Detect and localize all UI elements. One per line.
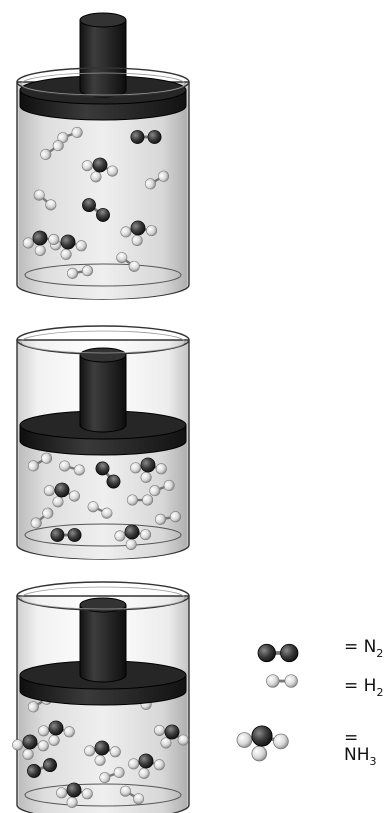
- hydrogen-atom: [252, 746, 267, 761]
- legend-label-h2: = H2: [344, 678, 383, 698]
- nitrogen-atom: [131, 130, 144, 143]
- hydrogen-atom: [139, 768, 149, 778]
- nitrogen-atom: [281, 644, 299, 662]
- hydrogen-atom: [110, 747, 120, 757]
- hydrogen-atom: [156, 464, 166, 474]
- nitrogen-atom: [139, 754, 153, 768]
- hydrogen-atom: [38, 726, 48, 736]
- hydrogen-atom: [56, 788, 66, 798]
- nitrogen-atom: [68, 528, 81, 541]
- hydrogen-atom: [61, 249, 71, 259]
- hydrogen-atom: [285, 675, 298, 688]
- hydrogen-atom: [130, 463, 140, 473]
- legend-molecule-icons: [237, 644, 298, 761]
- hydrogen-atom: [76, 241, 86, 251]
- nitrogen-atom: [61, 235, 75, 249]
- legend-icon-nh3: [237, 726, 288, 761]
- hydrogen-atom: [127, 495, 137, 505]
- hydrogen-atom: [64, 727, 74, 737]
- legend-label-nh3: = NH3: [344, 730, 390, 767]
- gas-region: [19, 106, 187, 299]
- hydrogen-atom: [142, 495, 152, 505]
- hydrogen-atom: [273, 734, 288, 749]
- container-piston-middle: [17, 326, 189, 559]
- piston-rod: [80, 605, 126, 682]
- legend-icon-n2: [258, 644, 298, 662]
- hydrogen-atom: [141, 472, 151, 482]
- nitrogen-atom: [141, 458, 155, 472]
- nitrogen-atom: [67, 783, 81, 797]
- piston-rod: [80, 355, 126, 432]
- nitrogen-atom: [23, 735, 37, 749]
- nitrogen-atom: [95, 741, 109, 755]
- hydrogen-atom: [12, 740, 22, 750]
- nitrogen-atom: [51, 528, 64, 541]
- hydrogen-atom: [38, 741, 48, 751]
- hydrogen-atom: [266, 675, 279, 688]
- hydrogen-atom: [128, 759, 138, 769]
- hydrogen-atom: [95, 755, 105, 765]
- nitrogen-atom: [49, 721, 63, 735]
- legend-label-n2: = N2: [344, 639, 383, 659]
- hydrogen-atom: [49, 735, 59, 745]
- nitrogen-atom: [148, 130, 161, 143]
- hydrogen-atom: [23, 749, 33, 759]
- piston-rod: [80, 20, 126, 97]
- hydrogen-atom: [67, 797, 77, 807]
- nitrogen-atom: [258, 644, 276, 662]
- legend-icon-h2: [266, 675, 297, 688]
- container-piston-bottom: [12, 582, 191, 813]
- nitrogen-atom: [252, 726, 272, 746]
- hydrogen-atom: [82, 789, 92, 799]
- piston-rod-top: [80, 13, 126, 27]
- container-piston-top: [17, 13, 189, 299]
- hydrogen-atom: [237, 733, 252, 748]
- piston-rod-top: [80, 348, 126, 362]
- hydrogen-atom: [84, 746, 94, 756]
- hydrogen-atom: [154, 760, 164, 770]
